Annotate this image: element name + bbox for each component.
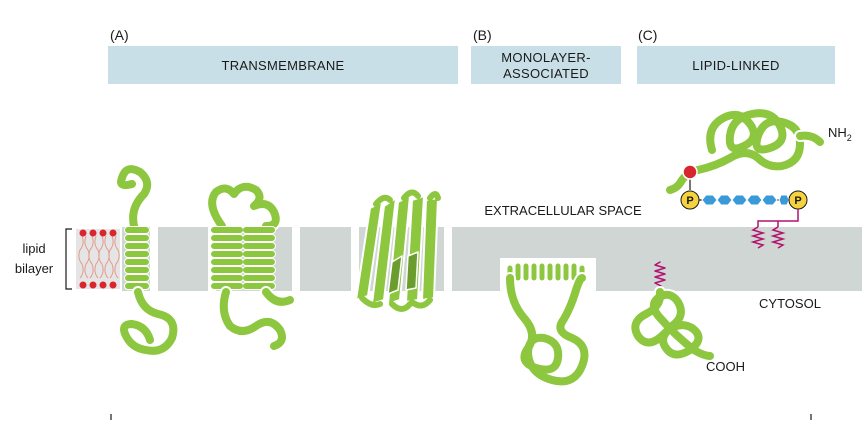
helix-coils	[124, 226, 150, 290]
panel-b-title-line2: ASSOCIATED	[503, 66, 589, 81]
fatty-acid-anchor-icon	[654, 261, 666, 287]
nh2-label: NH2	[828, 125, 852, 143]
multi-pass-helix-protein	[206, 180, 296, 352]
lipid-label: lipid	[22, 241, 45, 256]
panel-b-title-line1: MONOLAYER-	[501, 50, 590, 65]
membrane-gap-1	[150, 227, 158, 291]
panel-a-title: TRANSMEMBRANE	[221, 58, 344, 73]
panel-a-title-box	[108, 46, 458, 84]
gpi-lipid-anchor-icon	[750, 209, 799, 249]
phosphate-label-left: P	[686, 195, 693, 207]
panel-c-header: (C) LIPID-LINKED	[637, 27, 835, 84]
membrane-gap-3	[292, 227, 300, 291]
membrane-gap-4	[351, 227, 359, 291]
panel-c-title-box	[637, 46, 835, 84]
membrane-gap-5	[444, 227, 452, 291]
bilayer-bracket	[65, 228, 72, 290]
panel-b-header: (B) MONOLAYER- ASSOCIATED	[471, 27, 621, 84]
monolayer-associated-protein	[504, 262, 591, 388]
single-pass-helix-protein	[115, 163, 180, 357]
cooh-label: COOH	[706, 359, 745, 374]
lipid-anchored-cytosolic-protein	[629, 261, 716, 362]
panel-a-letter: (A)	[110, 27, 129, 43]
panel-c-letter: (C)	[638, 27, 657, 43]
panel-c-title: LIPID-LINKED	[692, 58, 779, 73]
panel-b-letter: (B)	[473, 27, 492, 43]
sugar-chain-icon	[701, 194, 790, 206]
lipid-bilayer-inset-icon	[65, 228, 120, 290]
bilayer-label: bilayer	[15, 261, 54, 276]
gpi-anchored-protein: P P	[664, 107, 826, 249]
extracellular-space-label: EXTRACELLULAR SPACE	[484, 203, 642, 218]
ethanolamine-icon	[682, 164, 698, 180]
phosphate-icon-left	[680, 190, 700, 210]
phosphate-label-right: P	[794, 195, 801, 207]
beta-barrel-protein	[355, 189, 441, 312]
panel-a-header: (A) TRANSMEMBRANE	[108, 27, 458, 84]
panel-b-title-box	[471, 46, 621, 84]
cytosol-label: CYTOSOL	[759, 296, 821, 311]
